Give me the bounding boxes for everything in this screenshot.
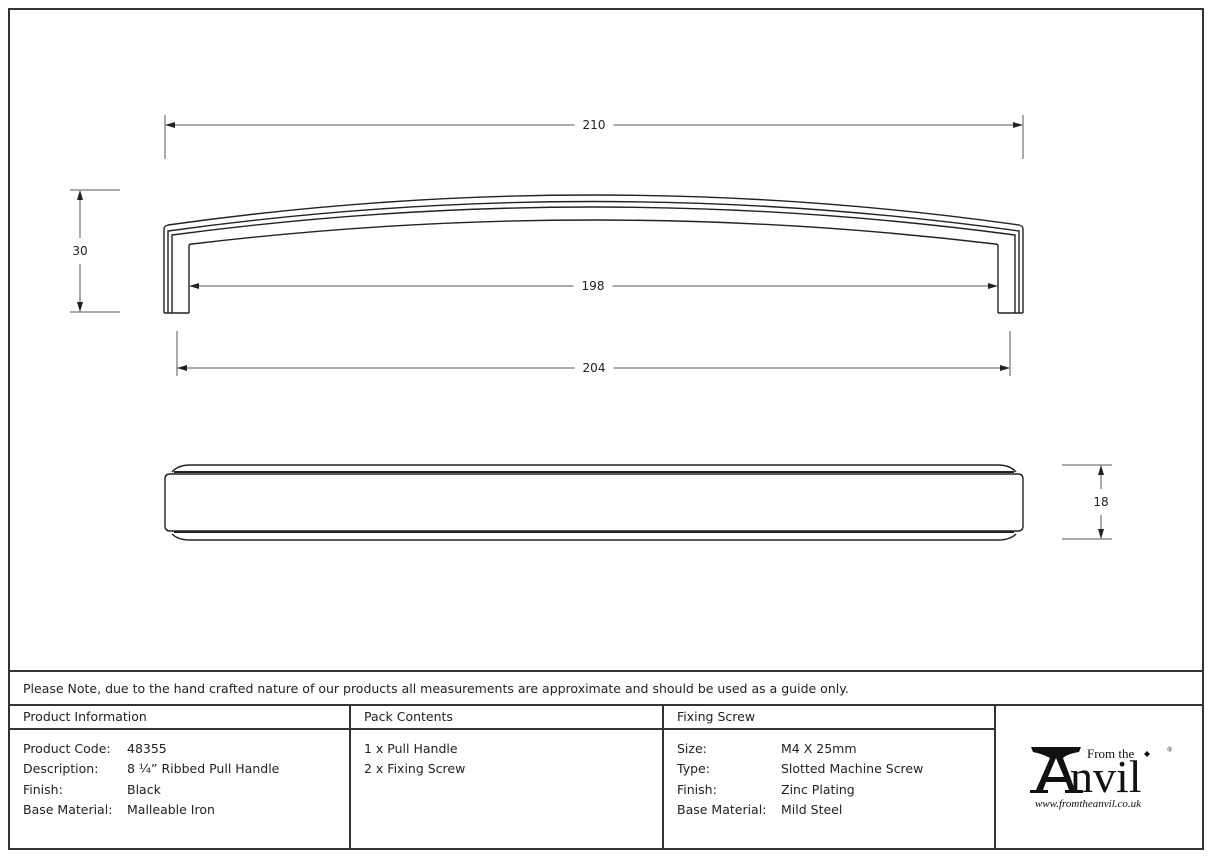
- handle-top-view: [164, 464, 1024, 541]
- base-material-row: Base Material: Malleable Iron: [23, 800, 349, 820]
- product-code-label: Product Code:: [23, 741, 111, 756]
- screw-finish-label: Finish:: [677, 781, 717, 797]
- anvil-icon: [1030, 747, 1083, 793]
- fixing-screw-panel: Fixing Screw Size: M4 X 25mm Type: Slott…: [664, 706, 996, 849]
- product-code-row: Product Code: 48355: [23, 739, 349, 759]
- dimension-label-18: 18: [1093, 489, 1109, 515]
- finish-row: Finish: Black: [23, 780, 349, 800]
- screw-size-label: Size:: [677, 741, 707, 756]
- description-label: Description:: [23, 761, 99, 777]
- dimension-label-30: 30: [72, 238, 88, 264]
- info-table: Product Information Product Code: 48355 …: [10, 706, 1204, 849]
- description-row: Description: 8 ¼” Ribbed Pull Handle: [23, 759, 349, 779]
- screw-size-value: M4 X 25mm: [781, 741, 857, 756]
- product-information-panel: Product Information Product Code: 48355 …: [10, 706, 351, 849]
- technical-drawing: [70, 115, 1112, 541]
- description-value: 8 ¼” Ribbed Pull Handle: [127, 761, 280, 777]
- pack-contents-heading: Pack Contents: [351, 706, 662, 730]
- screw-finish-value: Zinc Plating: [781, 781, 855, 797]
- dimension-label-204: 204: [574, 361, 614, 375]
- finish-value: Black: [127, 781, 161, 797]
- pack-contents-panel: Pack Contents 1 x Pull Handle 2 x Fixing…: [351, 706, 664, 849]
- logo-top-text: From the: [1087, 746, 1135, 761]
- disclaimer-note: Please Note, due to the hand crafted nat…: [10, 670, 1204, 706]
- drawing-frame: [8, 8, 1204, 850]
- screw-type-row: Type: Slotted Machine Screw: [677, 759, 994, 779]
- fixing-screw-heading: Fixing Screw: [664, 706, 994, 730]
- base-material-label: Base Material:: [23, 801, 113, 817]
- finish-label: Finish:: [23, 781, 63, 797]
- pack-item: 1 x Pull Handle: [364, 741, 458, 756]
- screw-size-row: Size: M4 X 25mm: [677, 739, 994, 759]
- from-the-anvil-logo: From the nvil ® www.fromtheanvil.co.uk: [995, 706, 1204, 849]
- disclaimer-text: Please Note, due to the hand crafted nat…: [23, 681, 849, 696]
- screw-material-value: Mild Steel: [781, 801, 843, 817]
- screw-material-row: Base Material: Mild Steel: [677, 800, 994, 820]
- product-code-value: 48355: [127, 741, 167, 756]
- product-information-heading: Product Information: [10, 706, 349, 730]
- logo-url: www.fromtheanvil.co.uk: [1035, 798, 1142, 810]
- screw-type-value: Slotted Machine Screw: [781, 761, 924, 777]
- dimension-label-210: 210: [574, 118, 614, 132]
- screw-material-label: Base Material:: [677, 801, 767, 817]
- handle-side-view: [163, 194, 1024, 314]
- registered-mark: ®: [1167, 746, 1173, 754]
- logo-main-text: nvil: [1070, 751, 1142, 802]
- screw-type-label: Type:: [677, 761, 710, 777]
- base-material-value: Malleable Iron: [127, 801, 215, 817]
- pack-item: 2 x Fixing Screw: [364, 761, 466, 777]
- screw-finish-row: Finish: Zinc Plating: [677, 780, 994, 800]
- dimension-label-198: 198: [573, 279, 613, 293]
